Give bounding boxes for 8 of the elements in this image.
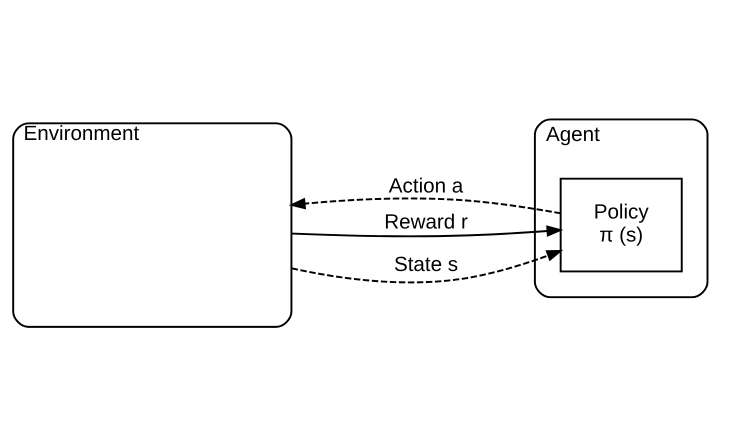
node-box: Environment: [12, 122, 292, 328]
arrow: [292, 225, 564, 238]
arrow: [292, 250, 564, 284]
arrow: [288, 198, 561, 214]
edge-label: Reward r: [384, 210, 468, 234]
edge-label: State s: [394, 253, 458, 276]
node-box: Policy π (s): [560, 178, 683, 272]
edge-label: Action a: [388, 174, 464, 198]
